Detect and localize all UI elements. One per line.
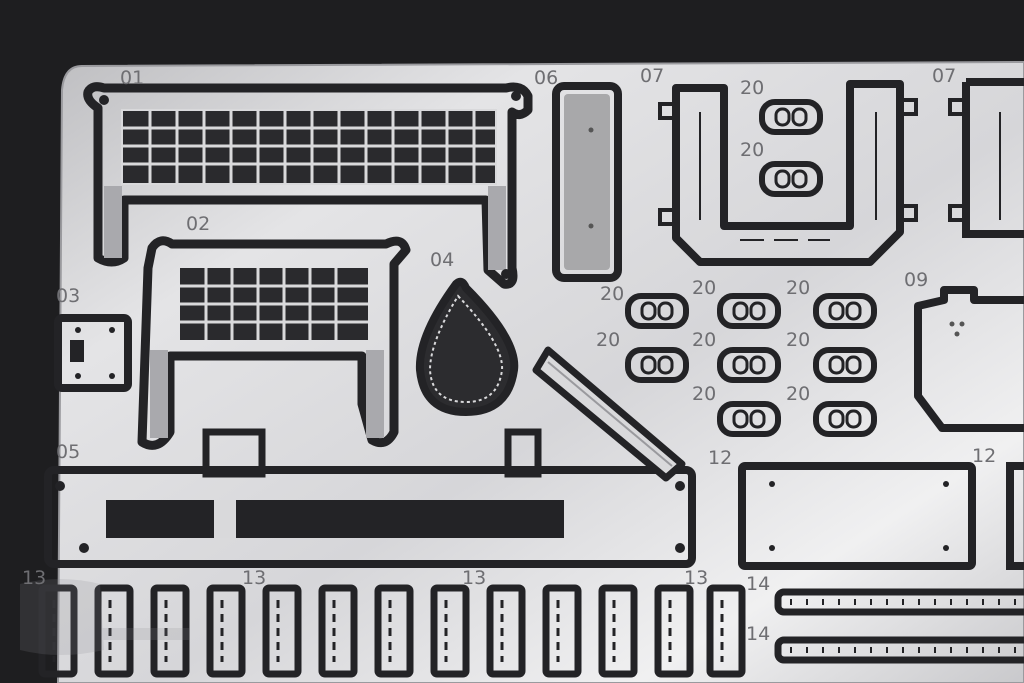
watermark-stamp-logo xyxy=(20,579,190,655)
label-12a: 12 xyxy=(708,447,732,469)
label-14a: 14 xyxy=(746,573,770,595)
label-20: 20 xyxy=(740,77,764,99)
label-07a: 07 xyxy=(640,65,664,87)
link xyxy=(598,584,638,678)
label-05: 05 xyxy=(56,441,80,463)
link xyxy=(654,584,694,678)
label-12b: 12 xyxy=(972,445,996,467)
buckle xyxy=(759,161,823,197)
buckle xyxy=(717,347,781,383)
label-14b: 14 xyxy=(746,623,770,645)
label-13d: 13 xyxy=(684,567,708,589)
label-20: 20 xyxy=(600,283,624,305)
part-14-strips xyxy=(774,588,1024,664)
label-01: 01 xyxy=(120,67,144,89)
label-20: 20 xyxy=(692,277,716,299)
label-06: 06 xyxy=(534,67,558,89)
part-07-bracket-partial xyxy=(948,78,1024,238)
link xyxy=(486,584,526,678)
buckle xyxy=(813,293,877,329)
part-13-links xyxy=(38,584,746,678)
part-labels: 01 02 03 04 05 06 07 07 09 12 12 13 13 1… xyxy=(22,65,996,645)
buckle xyxy=(813,347,877,383)
buckle xyxy=(717,401,781,437)
buckle xyxy=(717,293,781,329)
label-20: 20 xyxy=(692,329,716,351)
link xyxy=(38,584,78,678)
label-20: 20 xyxy=(692,383,716,405)
part-04-teardrop xyxy=(415,277,519,417)
label-04: 04 xyxy=(430,249,454,271)
label-20: 20 xyxy=(786,329,810,351)
link xyxy=(150,584,190,678)
part-12-plate xyxy=(738,462,976,570)
part-05-frame xyxy=(44,428,696,568)
label-20: 20 xyxy=(786,277,810,299)
link xyxy=(94,584,134,678)
label-07b: 07 xyxy=(932,65,956,87)
buckle xyxy=(813,401,877,437)
label-20: 20 xyxy=(786,383,810,405)
diagonal-strip xyxy=(532,346,686,482)
label-03: 03 xyxy=(56,285,80,307)
part-03-bracket xyxy=(54,314,132,392)
part-07-bracket xyxy=(658,80,918,266)
label-09: 09 xyxy=(904,269,928,291)
label-02: 02 xyxy=(186,213,210,235)
part-09-panel xyxy=(914,286,1024,432)
link xyxy=(430,584,470,678)
part-06-plate xyxy=(552,82,622,282)
part-02-fence xyxy=(137,236,411,450)
label-13c: 13 xyxy=(462,567,486,589)
link xyxy=(542,584,582,678)
label-20: 20 xyxy=(740,139,764,161)
part-01-fence xyxy=(83,82,533,289)
label-13b: 13 xyxy=(242,567,266,589)
buckle xyxy=(759,99,823,135)
link xyxy=(374,584,414,678)
buckle xyxy=(625,293,689,329)
link xyxy=(706,584,746,678)
link xyxy=(318,584,358,678)
part-12-plate-partial xyxy=(1006,462,1024,570)
link xyxy=(206,584,246,678)
part-20-buckles xyxy=(625,99,877,437)
label-13a: 13 xyxy=(22,567,46,589)
label-20: 20 xyxy=(596,329,620,351)
link xyxy=(262,584,302,678)
buckle xyxy=(625,347,689,383)
